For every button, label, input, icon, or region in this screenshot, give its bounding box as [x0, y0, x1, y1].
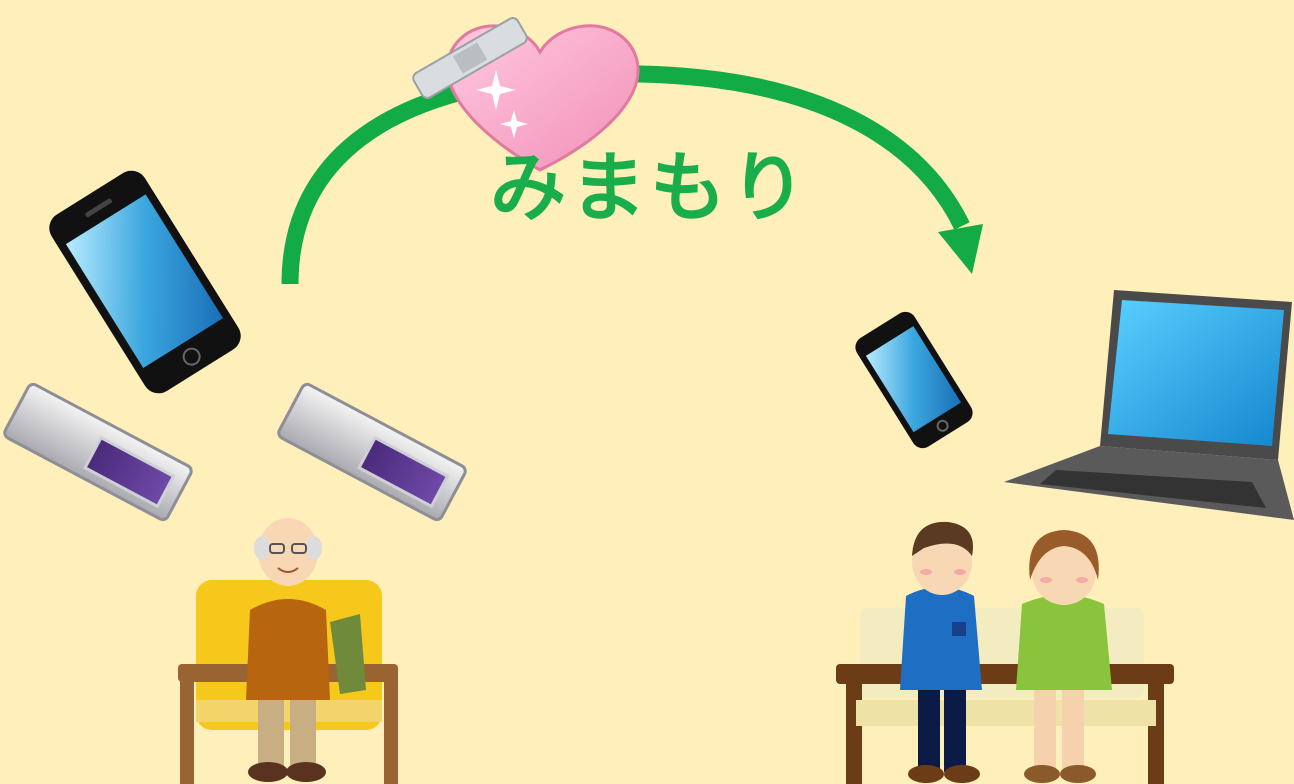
mimamori-caption: みまもり — [490, 143, 810, 232]
motion-sensor-icon — [3, 382, 193, 522]
family-couple-on-bench-icon — [836, 521, 1174, 784]
laptop-icon — [1004, 290, 1294, 520]
heart-bandage-icon — [412, 17, 640, 172]
elderly-man-on-sofa-icon — [178, 518, 398, 784]
smartphone-icon — [49, 170, 241, 394]
smartphone-icon — [855, 311, 973, 449]
motion-sensor-icon — [277, 382, 467, 522]
